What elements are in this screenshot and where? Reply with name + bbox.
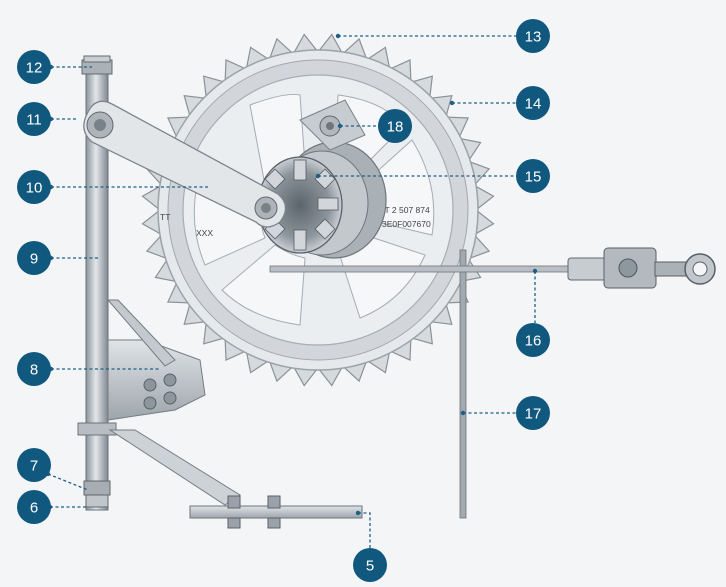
callout-number-16: 16	[525, 333, 542, 350]
callout-16: 16	[516, 323, 550, 357]
leader-dot-5	[355, 510, 361, 516]
leader-line-7	[47, 473, 89, 491]
base-support	[108, 429, 363, 529]
callout-7: 7	[17, 448, 51, 482]
callout-10: 10	[17, 170, 51, 204]
callout-number-11: 11	[26, 112, 42, 129]
callout-badge-5	[353, 548, 387, 582]
callout-badge-7	[17, 448, 51, 482]
vertical-pole	[77, 55, 117, 511]
leader-dot-15	[315, 173, 321, 179]
callout-badges: 5 6 7 8 9 10 11 12 13 14 15 16 17 18	[17, 19, 550, 582]
leader-dot-18	[337, 123, 343, 129]
callout-number-15: 15	[525, 169, 542, 186]
callout-badge-13	[516, 19, 550, 53]
callout-badge-18	[378, 109, 412, 143]
callout-number-6: 6	[30, 500, 38, 517]
callout-number-13: 13	[525, 29, 542, 46]
callout-badge-11	[17, 102, 51, 136]
mount-plate	[106, 299, 206, 421]
callout-badge-15	[516, 159, 550, 193]
callout-number-8: 8	[30, 362, 38, 379]
leader-dot-13	[335, 33, 341, 39]
push-rod	[269, 247, 716, 289]
callout-number-7: 7	[30, 458, 38, 475]
callout-number-17: 17	[525, 406, 542, 423]
callout-badge-6	[17, 490, 51, 524]
callout-12: 12	[17, 50, 51, 84]
leader-line-5	[358, 512, 371, 548]
callout-number-9: 9	[30, 251, 38, 268]
wheel-part-number: DIT 2 507 874	[376, 205, 430, 215]
leader-dot-16	[532, 268, 538, 274]
callout-badge-17	[516, 396, 550, 430]
callout-badge-9	[17, 241, 51, 275]
callout-17: 17	[516, 396, 550, 430]
callout-11: 11	[17, 102, 51, 136]
callout-13: 13	[516, 19, 550, 53]
callout-14: 14	[516, 86, 550, 120]
callout-6: 6	[17, 490, 51, 524]
callout-badge-12	[17, 50, 51, 84]
callout-badge-10	[17, 170, 51, 204]
callout-badge-14	[516, 86, 550, 120]
leader-dot-14	[449, 100, 455, 106]
wheel-code: 3E0F007670	[382, 219, 431, 229]
callout-badge-16	[516, 323, 550, 357]
callout-number-12: 12	[26, 60, 43, 77]
callout-number-18: 18	[387, 119, 404, 136]
hub-cylinder	[257, 141, 387, 259]
callout-badge-8	[17, 352, 51, 386]
crank-arm	[83, 100, 287, 228]
callout-9: 9	[17, 241, 51, 275]
callout-number-14: 14	[525, 96, 542, 113]
callout-15: 15	[516, 159, 550, 193]
wheel-mark-small: XXX	[196, 228, 213, 238]
callout-number-5: 5	[366, 558, 374, 575]
callout-number-10: 10	[26, 180, 43, 197]
callout-8: 8	[17, 352, 51, 386]
wheel-mark-left: TT	[160, 212, 170, 222]
leader-dot-17	[460, 410, 466, 416]
callout-5: 5	[353, 548, 387, 582]
callout-18: 18	[378, 109, 412, 143]
hanging-rod	[459, 249, 467, 519]
